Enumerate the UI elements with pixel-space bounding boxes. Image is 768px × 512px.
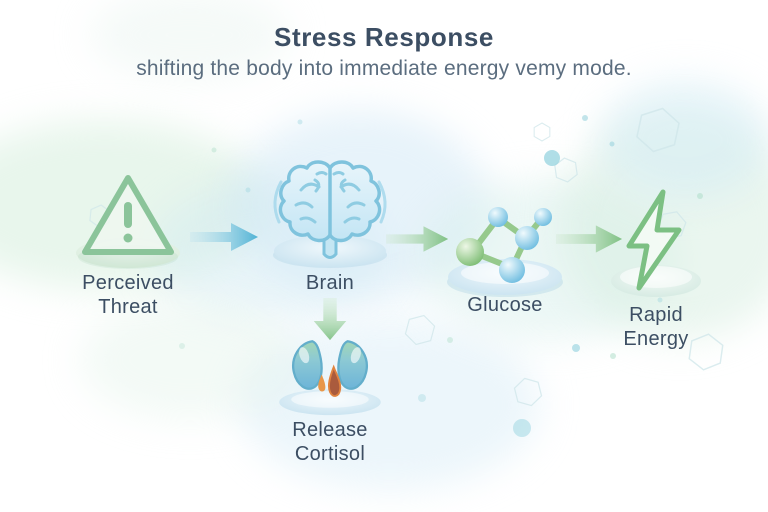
page-title: Stress Response [274,22,494,52]
node-label-brain: Brain [305,272,355,294]
arrow-right-icon [386,226,449,252]
node-rapid-energy: Rapid Energy [594,188,718,351]
arrow-right-icon [190,223,258,251]
arrow-down-icon [313,298,347,341]
node-release-cortisol: Release Cortisol [262,332,398,466]
node-perceived-threat: Perceived Threat [58,170,198,319]
page-subtitle: shifting the body into immediate energy … [136,57,632,80]
node-glucose: Glucose [438,190,572,318]
arrow-brain-to-glucose [386,221,450,262]
brain-icon [273,160,387,268]
background-wash [600,80,768,200]
arrow-brain-to-cortisol [311,298,349,347]
node-label-glucose: Glucose [467,294,543,316]
node-label-perceived-threat: Perceived Threat [82,272,174,318]
node-label-release-cortisol: Release Cortisol [292,419,368,465]
lightning-bolt-icon [611,189,701,297]
arrow-right-icon [556,225,623,253]
arrow-threat-to-brain [190,219,260,260]
adrenal-glands-icon [279,340,381,416]
warning-triangle-icon [76,175,180,269]
node-brain: Brain [262,152,398,296]
node-label-rapid-energy: Rapid Energy [623,304,689,350]
arrow-glucose-to-energy [556,221,624,262]
glucose-molecule-icon [447,207,563,297]
